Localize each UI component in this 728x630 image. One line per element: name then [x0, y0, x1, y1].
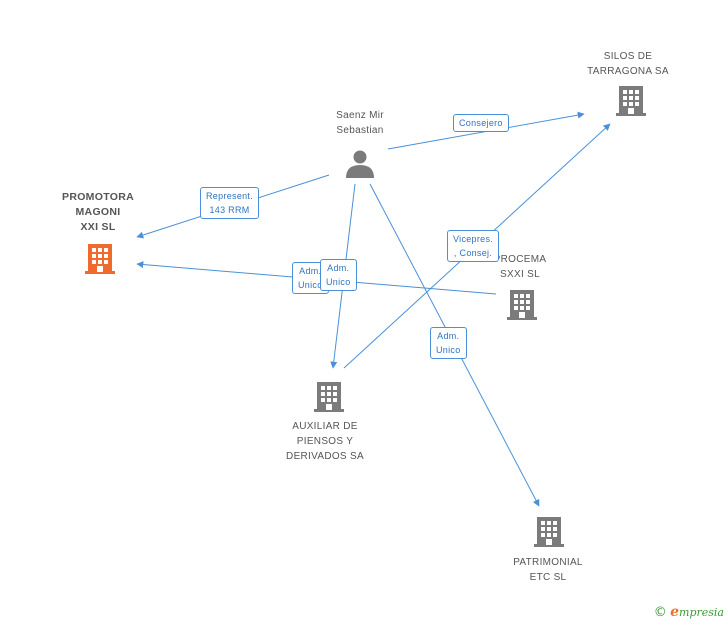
empresia-watermark: © empresia [654, 604, 724, 620]
node-label-procema[interactable]: PROCEMA SXXI SL [493, 254, 547, 280]
brand-name: mpresia [679, 606, 724, 619]
node-label-patrimonial[interactable]: PATRIMONIAL ETC SL [513, 557, 583, 583]
node-label-auxiliar[interactable]: AUXILIAR DE PIENSOS Y DERIVADOS SA [286, 421, 364, 462]
edge-label-adm-unico-auxiliar: Adm. Unico [320, 259, 357, 291]
edge-label-represent: Represent. 143 RRM [200, 187, 260, 219]
person-icon[interactable] [346, 150, 374, 179]
node-label-silos[interactable]: SILOS DE TARRAGONA SA [587, 51, 669, 77]
building-icon-procema[interactable] [507, 290, 537, 320]
node-label-person[interactable]: Saenz Mir Sebastian [336, 110, 384, 136]
building-icon-auxiliar[interactable] [314, 382, 344, 412]
edge-label-adm-unico-patrimonial: Adm. Unico [430, 327, 467, 359]
edge-label-consejero: Consejero [453, 114, 509, 132]
building-icon-silos[interactable] [616, 86, 646, 116]
copyright-symbol: © [653, 605, 667, 620]
node-label-promotora[interactable]: PROMOTORA MAGONI XXI SL [62, 191, 134, 233]
building-icon-patrimonial[interactable] [534, 517, 564, 547]
edge-label-vicepres: Vicepres. , Consej. [447, 230, 500, 262]
building-icon-promotora[interactable] [85, 244, 115, 274]
brand-initial: e [670, 604, 680, 620]
